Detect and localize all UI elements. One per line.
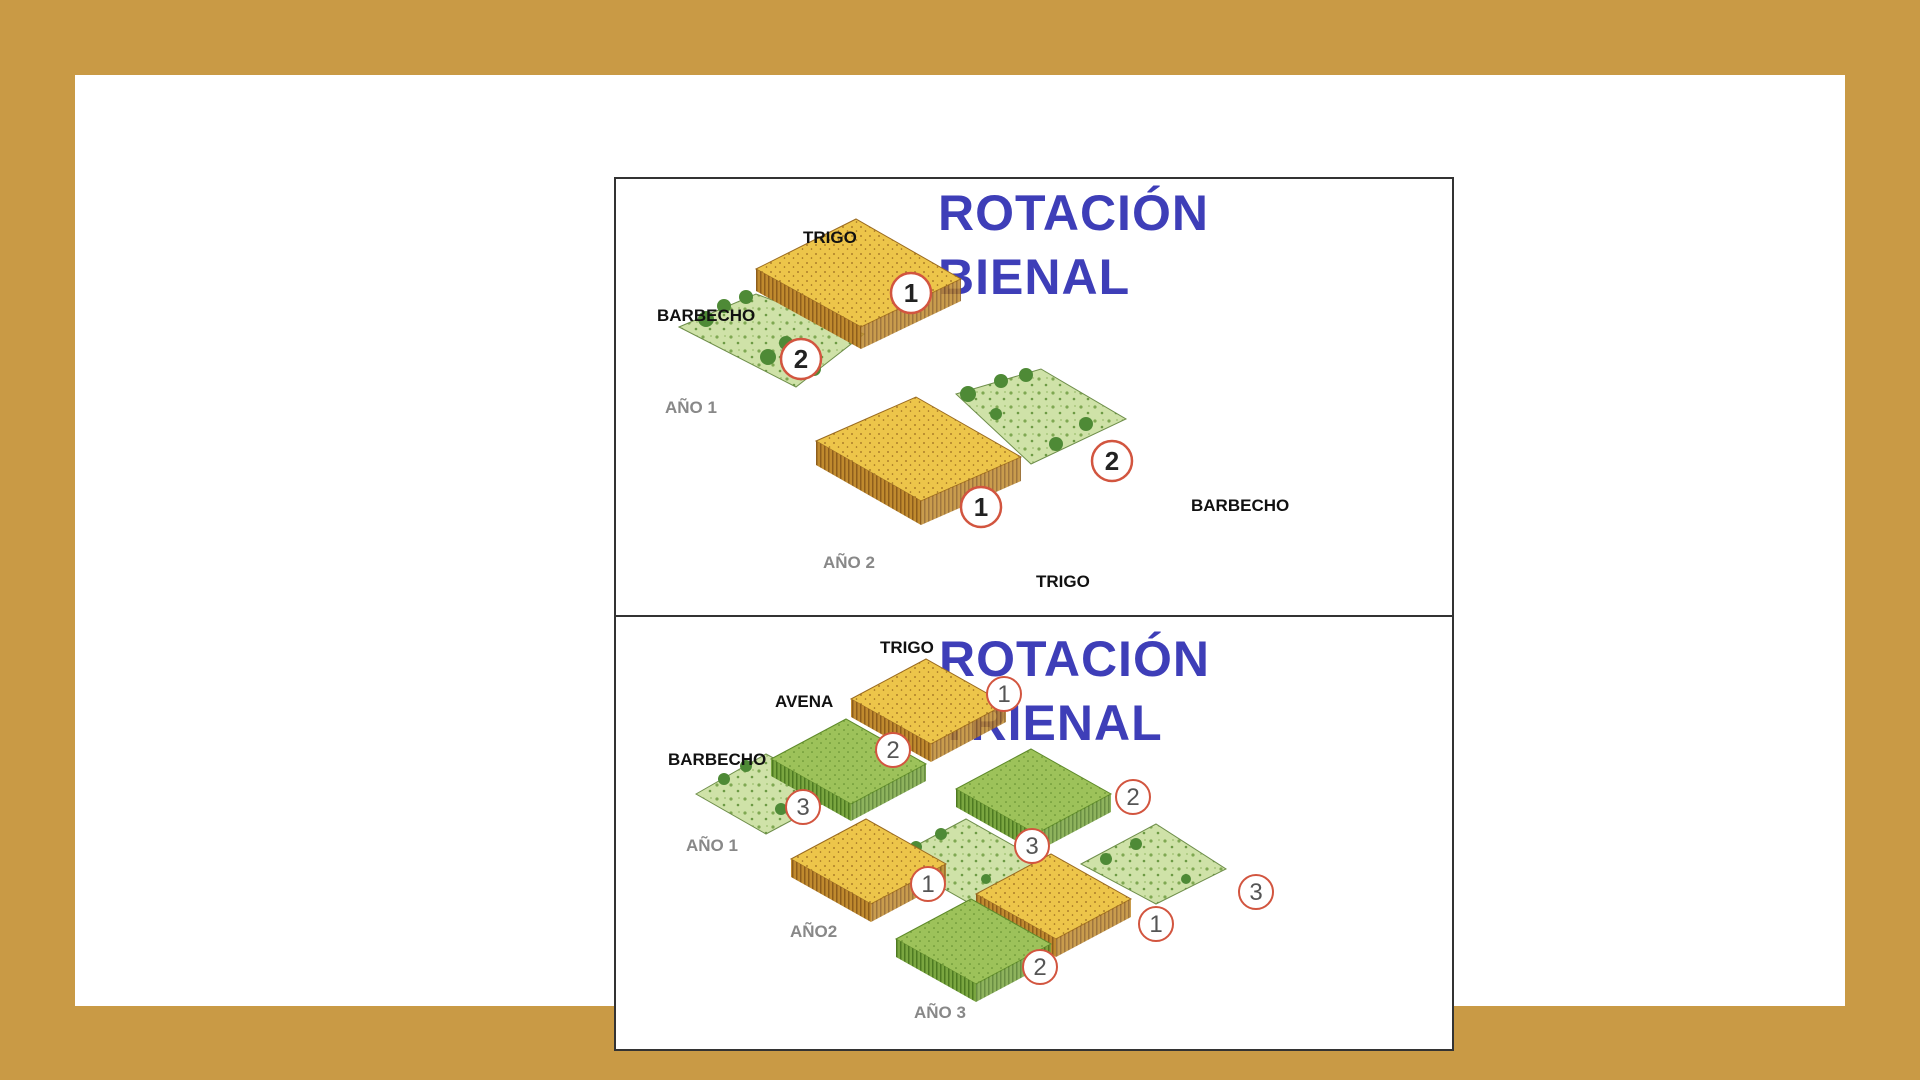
avena-label: AVENA xyxy=(775,692,833,711)
trienal-year1-fields xyxy=(694,658,1008,835)
fields-illustration: 1 2 1 2 1 2 3 xyxy=(657,218,1289,1022)
wheat-block-front xyxy=(756,269,861,349)
badge-2: 2 xyxy=(875,732,911,768)
oat-block-side xyxy=(1036,794,1111,852)
oat-block-front xyxy=(771,759,851,821)
wheat-block-side xyxy=(931,704,1006,762)
svg-text:2: 2 xyxy=(1126,784,1139,811)
svg-text:3: 3 xyxy=(796,794,809,821)
svg-text:2: 2 xyxy=(886,737,899,764)
badge-2: 2 xyxy=(1090,439,1134,483)
svg-text:2: 2 xyxy=(1105,446,1119,476)
bienal-title-line2: BIENAL xyxy=(938,249,1131,305)
year-label: AÑO 2 xyxy=(823,552,875,572)
barbecho-label: BARBECHO xyxy=(657,306,755,325)
badge-1: 1 xyxy=(910,866,946,902)
oat-block-front xyxy=(896,939,976,1002)
trigo-label: TRIGO xyxy=(880,638,934,657)
badge-1: 1 xyxy=(1138,906,1174,942)
badge-2: 2 xyxy=(1115,779,1151,815)
badge-3: 3 xyxy=(1014,828,1050,864)
svg-text:1: 1 xyxy=(974,492,988,522)
oat-block-side xyxy=(851,764,926,821)
badge-2: 2 xyxy=(779,337,823,381)
shrub-cluster xyxy=(1100,838,1191,884)
wheat-block-front xyxy=(791,859,871,922)
trienal-title-line1: ROTACIÓN xyxy=(939,631,1210,687)
svg-text:3: 3 xyxy=(1249,879,1262,906)
year-label: AÑO2 xyxy=(790,921,837,941)
badge-1: 1 xyxy=(959,485,1003,529)
badge-2: 2 xyxy=(1022,949,1058,985)
oat-block-front xyxy=(956,789,1036,852)
year-label: AÑO 1 xyxy=(665,397,717,417)
slide: ROTACIÓN BIENAL ROTACIÓN TRIENAL xyxy=(75,75,1845,1051)
svg-text:3: 3 xyxy=(1025,833,1038,860)
wheat-block-front xyxy=(851,699,931,762)
svg-text:1: 1 xyxy=(904,278,918,308)
barbecho-label: BARBECHO xyxy=(668,750,766,769)
svg-text:1: 1 xyxy=(921,871,934,898)
svg-text:2: 2 xyxy=(1033,954,1046,981)
trigo-label: TRIGO xyxy=(803,228,857,247)
fallow-field xyxy=(955,368,1128,465)
shrub-cluster xyxy=(960,368,1093,451)
svg-text:1: 1 xyxy=(997,681,1010,708)
badge-3: 3 xyxy=(785,789,821,825)
bienal-title: ROTACIÓN BIENAL xyxy=(938,181,1209,309)
badge-1: 1 xyxy=(889,271,933,315)
year-label: AÑO 3 xyxy=(914,1002,966,1022)
trienal-year3-fields xyxy=(894,823,1228,1002)
crop-rotation-figure: ROTACIÓN BIENAL ROTACIÓN TRIENAL xyxy=(614,177,1454,1051)
bienal-year2-fields xyxy=(814,368,1128,525)
svg-text:2: 2 xyxy=(794,344,808,374)
badge-3: 3 xyxy=(1238,874,1274,910)
year-label: AÑO 1 xyxy=(686,835,738,855)
wheat-block-front xyxy=(816,441,921,525)
barbecho-label: BARBECHO xyxy=(1191,496,1289,515)
bienal-title-line1: ROTACIÓN xyxy=(938,185,1209,241)
panel-divider xyxy=(616,615,1452,617)
wheat-block-side xyxy=(1056,899,1131,957)
svg-text:1: 1 xyxy=(1149,911,1162,938)
trigo-label: TRIGO xyxy=(1036,572,1090,591)
badge-1: 1 xyxy=(986,676,1022,712)
fallow-field xyxy=(1079,823,1228,905)
